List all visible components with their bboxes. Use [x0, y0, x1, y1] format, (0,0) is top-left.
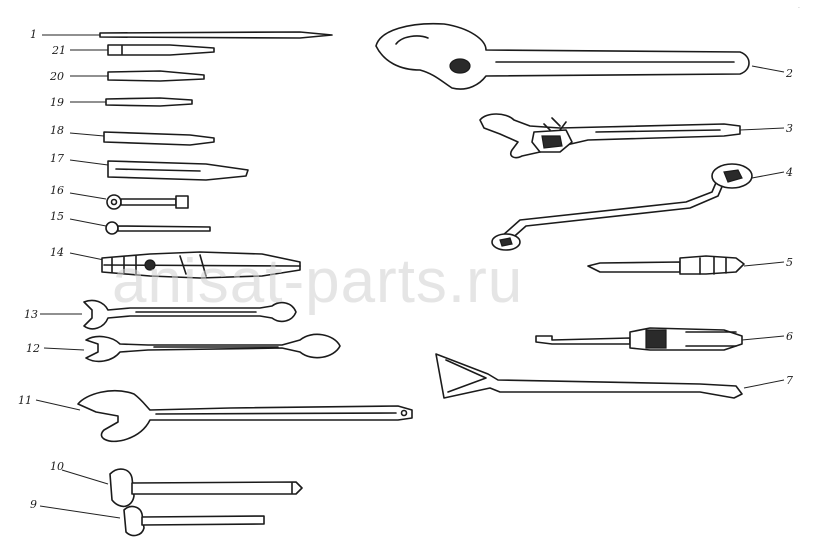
tool-14-pliers: 14 — [50, 246, 301, 279]
callout-1: 1 — [30, 28, 37, 41]
tool-2-adjustable-wrench: 2 — [375, 22, 793, 90]
callout-7: 7 — [786, 374, 793, 387]
tool-20-punch: 20 — [49, 70, 205, 83]
watermark-text: anisat-parts.ru — [112, 247, 523, 316]
tool-12-open-end-wrench: 12 — [26, 333, 341, 363]
callout-10: 10 — [50, 460, 64, 473]
tool-1-awl: 1 — [30, 28, 333, 41]
callout-21: 21 — [51, 44, 66, 57]
callout-3: 3 — [786, 122, 793, 135]
callout-18: 18 — [50, 124, 64, 137]
tool-6-screwdriver: 6 — [535, 327, 793, 351]
callout-5: 5 — [786, 256, 793, 269]
corner-mark: · — [798, 5, 800, 12]
callout-19: 19 — [50, 96, 64, 109]
callout-16: 16 — [50, 184, 64, 197]
tool-16-small-wrench: 16 — [50, 184, 189, 210]
callout-2: 2 — [785, 67, 793, 80]
callout-14: 14 — [50, 246, 64, 259]
callout-13: 13 — [24, 308, 38, 321]
tool-15-small-wrench: 15 — [50, 210, 211, 235]
callout-6: 6 — [786, 330, 793, 343]
tool-3-special-wrench: 3 — [479, 113, 793, 159]
callout-9: 9 — [30, 498, 37, 511]
tool-5-screwdriver: 5 — [587, 255, 793, 275]
tool-18-chisel: 18 — [50, 124, 215, 146]
tool-11-large-wrench: 11 — [18, 389, 413, 443]
callout-11: 11 — [18, 394, 32, 407]
tool-7-hook-lever: 7 — [435, 353, 793, 399]
tool-9-small-hammer: 9 — [30, 498, 265, 537]
tool-17-flat-chisel: 17 — [50, 152, 249, 181]
callout-15: 15 — [50, 210, 64, 223]
tool-13-open-end-wrench: 13 — [24, 299, 297, 330]
callout-4: 4 — [785, 166, 793, 179]
callout-17: 17 — [50, 152, 64, 165]
tool-4-offset-ring-wrench: 4 — [491, 163, 793, 251]
callout-12: 12 — [26, 342, 40, 355]
tool-21-drift: 21 — [51, 44, 215, 57]
tool-19-punch: 19 — [50, 96, 193, 109]
tool-10-hammer: 10 — [50, 460, 303, 508]
callout-20: 20 — [49, 70, 64, 83]
